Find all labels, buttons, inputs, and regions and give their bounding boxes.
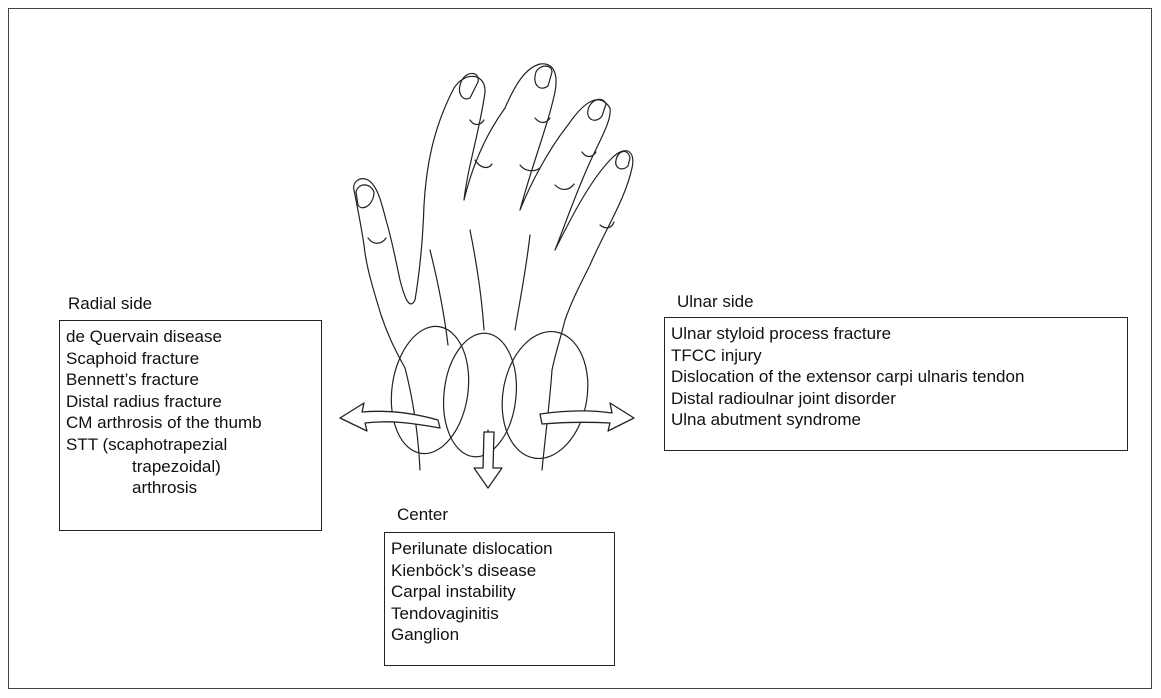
radial-side-box: de Quervain disease Scaphoid fracture Be…	[59, 320, 322, 531]
center-heading: Center	[397, 505, 448, 525]
center-item: Ganglion	[391, 624, 608, 646]
ulnar-item: Ulna abutment syndrome	[671, 409, 1121, 431]
ring-nail	[588, 99, 606, 120]
radial-item: Bennett’s fracture	[66, 369, 315, 391]
thumb-nail	[356, 185, 374, 208]
center-item: Tendovaginitis	[391, 603, 608, 625]
crease	[368, 238, 386, 243]
hand-outline	[354, 64, 633, 370]
radial-side-list: de Quervain disease Scaphoid fracture Be…	[66, 326, 315, 499]
crease	[555, 184, 574, 189]
radial-item: Scaphoid fracture	[66, 348, 315, 370]
center-list: Perilunate dislocation Kienböck’s diseas…	[391, 538, 608, 646]
radial-item: arthrosis	[66, 477, 315, 499]
crease	[600, 222, 614, 228]
little-nail	[616, 151, 630, 168]
center-ellipse	[438, 330, 523, 461]
tendon-line	[515, 235, 530, 330]
tendon-line	[430, 250, 448, 345]
ulnar-side-box: Ulnar styloid process fracture TFCC inju…	[664, 317, 1128, 451]
arrows	[340, 403, 634, 488]
wrist-line-left	[378, 305, 405, 368]
crease	[470, 120, 484, 125]
radial-side-heading: Radial side	[68, 294, 152, 314]
radial-item: de Quervain disease	[66, 326, 315, 348]
center-box: Perilunate dislocation Kienböck’s diseas…	[384, 532, 615, 666]
hand-drawing	[354, 64, 633, 470]
center-item: Carpal instability	[391, 581, 608, 603]
radial-item: STT (scaphotrapezial	[66, 434, 315, 456]
crease	[475, 160, 492, 167]
center-item: Perilunate dislocation	[391, 538, 608, 560]
crease	[520, 165, 540, 171]
ulnar-item: Dislocation of the extensor carpi ulnari…	[671, 366, 1121, 388]
radial-ellipse	[383, 321, 476, 458]
ulnar-item: Ulnar styloid process fracture	[671, 323, 1121, 345]
ulnar-side-list: Ulnar styloid process fracture TFCC inju…	[671, 323, 1121, 431]
tendon-line	[470, 230, 484, 330]
ulnar-side-heading: Ulnar side	[677, 292, 754, 312]
radial-item: trapezoidal)	[66, 456, 315, 478]
arrow-to-ulnar	[540, 403, 634, 431]
radial-item: CM arthrosis of the thumb	[66, 412, 315, 434]
arrow-to-radial	[340, 403, 440, 431]
center-item: Kienböck’s disease	[391, 560, 608, 582]
arrow-to-center	[474, 432, 502, 488]
ulnar-item: Distal radioulnar joint disorder	[671, 388, 1121, 410]
ulnar-item: TFCC injury	[671, 345, 1121, 367]
middle-nail	[535, 66, 552, 88]
radial-item: Distal radius fracture	[66, 391, 315, 413]
